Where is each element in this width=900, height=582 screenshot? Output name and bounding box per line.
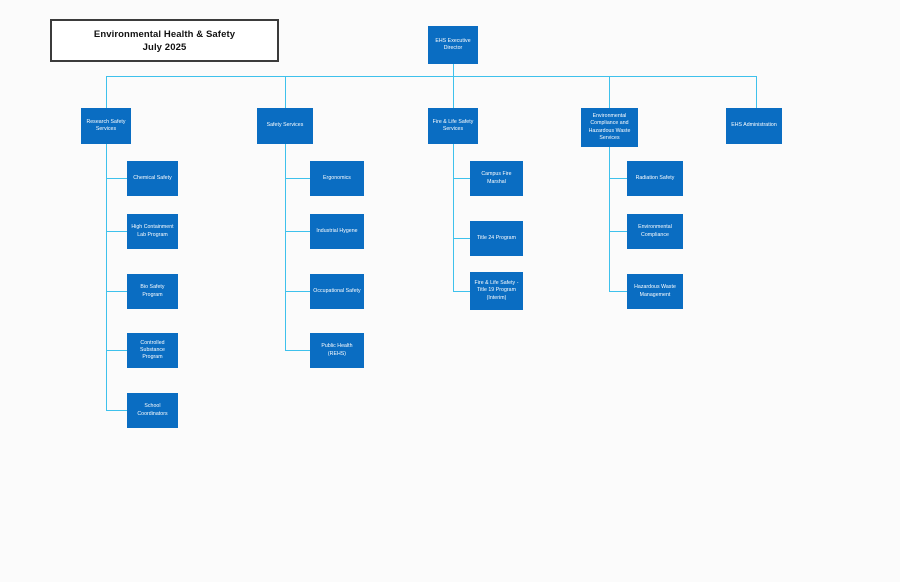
node-label: High Containment Lab Program <box>131 224 174 238</box>
connector-div2-to-child1 <box>285 178 310 179</box>
chart-title-box: Environmental Health & Safety July 2025 <box>50 19 279 62</box>
node-label: EHS Executive Director <box>435 37 471 51</box>
node-ergonomics[interactable]: Ergonomics <box>310 161 364 196</box>
node-label: Fire & Life Safety - Title 19 Program (I… <box>474 280 519 301</box>
node-title-24-program[interactable]: Title 24 Program <box>470 221 523 256</box>
node-environmental-compliance[interactable]: Environmental Compliance <box>627 214 683 249</box>
connector-bus-to-div2 <box>285 76 286 108</box>
connector-div4-to-child3 <box>609 291 627 292</box>
node-controlled-substance-program[interactable]: Controlled Substance Program <box>127 333 178 368</box>
connector-div1-spine <box>106 144 107 411</box>
connector-root-bus <box>106 76 756 77</box>
connector-bus-to-div1 <box>106 76 107 108</box>
node-research-safety-services[interactable]: Research Safety Services <box>81 108 131 144</box>
connector-div3-to-child1 <box>453 178 470 179</box>
connector-div3-spine <box>453 144 454 291</box>
node-label: Radiation Safety <box>635 174 675 181</box>
connector-div2-to-child4 <box>285 350 310 351</box>
connector-div1-to-child1 <box>106 178 127 179</box>
node-safety-services[interactable]: Safety Services <box>257 108 313 144</box>
node-fire-and-life-safety-services[interactable]: Fire & Life Safety Services <box>428 108 478 144</box>
node-occupational-safety[interactable]: Occupational Safety <box>310 274 364 309</box>
node-label: Public Health (REHS) <box>321 343 353 357</box>
node-label: Bio Safety Program <box>140 284 165 298</box>
node-bio-safety-program[interactable]: Bio Safety Program <box>127 274 178 309</box>
node-school-coordinators[interactable]: School Coordinators <box>127 393 178 428</box>
connector-div1-to-child4 <box>106 350 127 351</box>
chart-title-line2: July 2025 <box>142 41 187 53</box>
node-label: Industrial Hygene <box>316 227 358 234</box>
node-label: Hazardous Waste Management <box>634 284 676 298</box>
node-label: Environmental Compliance and Hazardous W… <box>588 113 631 141</box>
node-fire-and-life-safety-title-19-program-interim[interactable]: Fire & Life Safety - Title 19 Program (I… <box>470 272 523 310</box>
node-label: Ergonomics <box>323 174 351 181</box>
node-label: Controlled Substance Program <box>140 339 165 361</box>
node-label: Safety Services <box>266 122 304 129</box>
node-campus-fire-marshal[interactable]: Campus Fire Marshal <box>470 161 523 196</box>
node-chemical-safety[interactable]: Chemical Safety <box>127 161 178 196</box>
node-label: School Coordinators <box>137 403 168 417</box>
chart-title-line1: Environmental Health & Safety <box>93 28 236 40</box>
node-ehs-administration[interactable]: EHS Administration <box>726 108 782 144</box>
connector-div1-to-child2 <box>106 231 127 232</box>
node-high-containment-lab-program[interactable]: High Containment Lab Program <box>127 214 178 249</box>
node-label: Chemical Safety <box>133 174 172 181</box>
connector-div3-to-child3 <box>453 291 470 292</box>
connector-div3-to-child2 <box>453 238 470 239</box>
node-label: Campus Fire Marshal <box>481 171 512 185</box>
node-industrial-hygene[interactable]: Industrial Hygene <box>310 214 364 249</box>
node-label: Research Safety Services <box>86 118 126 132</box>
node-label: Environmental Compliance <box>638 224 672 238</box>
node-ehs-executive-director[interactable]: EHS Executive Director <box>428 26 478 64</box>
connector-div2-to-child2 <box>285 231 310 232</box>
connector-bus-to-div5 <box>756 76 757 108</box>
connector-div4-spine <box>609 147 610 291</box>
connector-bus-to-div4 <box>609 76 610 108</box>
connector-bus-to-div3 <box>453 76 454 108</box>
node-environmental-compliance-and-hazardous-waste-services[interactable]: Environmental Compliance and Hazardous W… <box>581 108 638 147</box>
connector-div4-to-child2 <box>609 231 627 232</box>
connector-div1-to-child5 <box>106 410 127 411</box>
node-hazardous-waste-management[interactable]: Hazardous Waste Management <box>627 274 683 309</box>
connector-div2-to-child3 <box>285 291 310 292</box>
connector-div2-spine <box>285 144 286 351</box>
node-label: EHS Administration <box>731 122 777 129</box>
connector-div4-to-child1 <box>609 178 627 179</box>
node-label: Fire & Life Safety Services <box>432 118 474 132</box>
node-public-health-rehs[interactable]: Public Health (REHS) <box>310 333 364 368</box>
node-label: Occupational Safety <box>313 287 361 294</box>
node-label: Title 24 Program <box>477 234 516 241</box>
connector-root-drop <box>453 64 454 76</box>
node-radiation-safety[interactable]: Radiation Safety <box>627 161 683 196</box>
connector-div1-to-child3 <box>106 291 127 292</box>
